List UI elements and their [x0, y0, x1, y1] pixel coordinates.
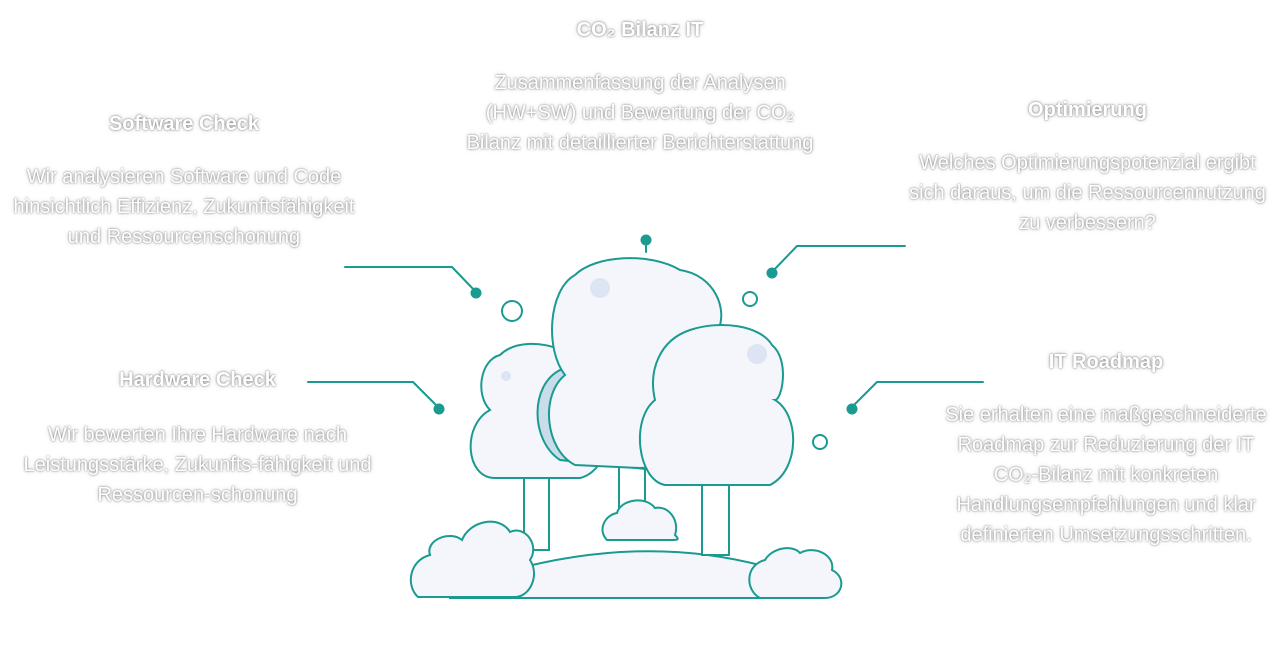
it-roadmap-title: IT Roadmap	[1048, 351, 1164, 373]
co2-bilanz-block: CO₂ Bilanz IT Zusammenfassung der Analys…	[462, 18, 818, 158]
it-roadmap-block: IT Roadmap Sie erhalten eine maßgeschnei…	[935, 350, 1277, 550]
hardware-check-text: Wir bewerten Ihre Hardware nach Leistung…	[23, 424, 372, 506]
it-roadmap-text: Sie erhalten eine maßgeschneiderte Roadm…	[945, 404, 1267, 546]
optimierung-title: Optimierung	[1028, 99, 1147, 121]
software-check-text: Wir analysieren Software und Code hinsic…	[13, 166, 355, 248]
bush-center	[601, 499, 679, 541]
connector-dots	[433, 234, 858, 415]
dot-optimierung	[766, 267, 778, 279]
dot-co2	[640, 234, 652, 246]
dot-software	[470, 287, 482, 299]
software-check-title: Software Check	[108, 113, 260, 135]
trunk-right	[701, 474, 730, 556]
bush-right	[748, 547, 843, 599]
co2-bilanz-title: CO₂ Bilanz IT	[576, 19, 704, 41]
optimierung-text: Welches Optimierungspotenzial ergibt sic…	[909, 152, 1266, 234]
connector-hardware	[307, 381, 439, 408]
optimierung-block: Optimierung Welches Optimierungspotenzia…	[905, 98, 1270, 238]
hardware-check-title: Hardware Check	[119, 369, 276, 391]
dot-hardware	[433, 403, 445, 415]
deco-circle	[501, 300, 523, 322]
bush-left	[409, 520, 535, 598]
dot-roadmap	[846, 403, 858, 415]
connector-roadmap	[851, 381, 984, 408]
co2-bilanz-text: Zusammenfassung der Analysen (HW+SW) und…	[466, 72, 814, 154]
hardware-check-block: Hardware Check Wir bewerten Ihre Hardwar…	[10, 368, 385, 510]
connector-optimierung	[771, 245, 906, 273]
deco-circle	[742, 291, 758, 307]
connector-software	[344, 266, 477, 293]
deco-circle	[812, 434, 828, 450]
tree-right-crown	[639, 324, 795, 486]
software-check-block: Software Check Wir analysieren Software …	[8, 112, 360, 252]
